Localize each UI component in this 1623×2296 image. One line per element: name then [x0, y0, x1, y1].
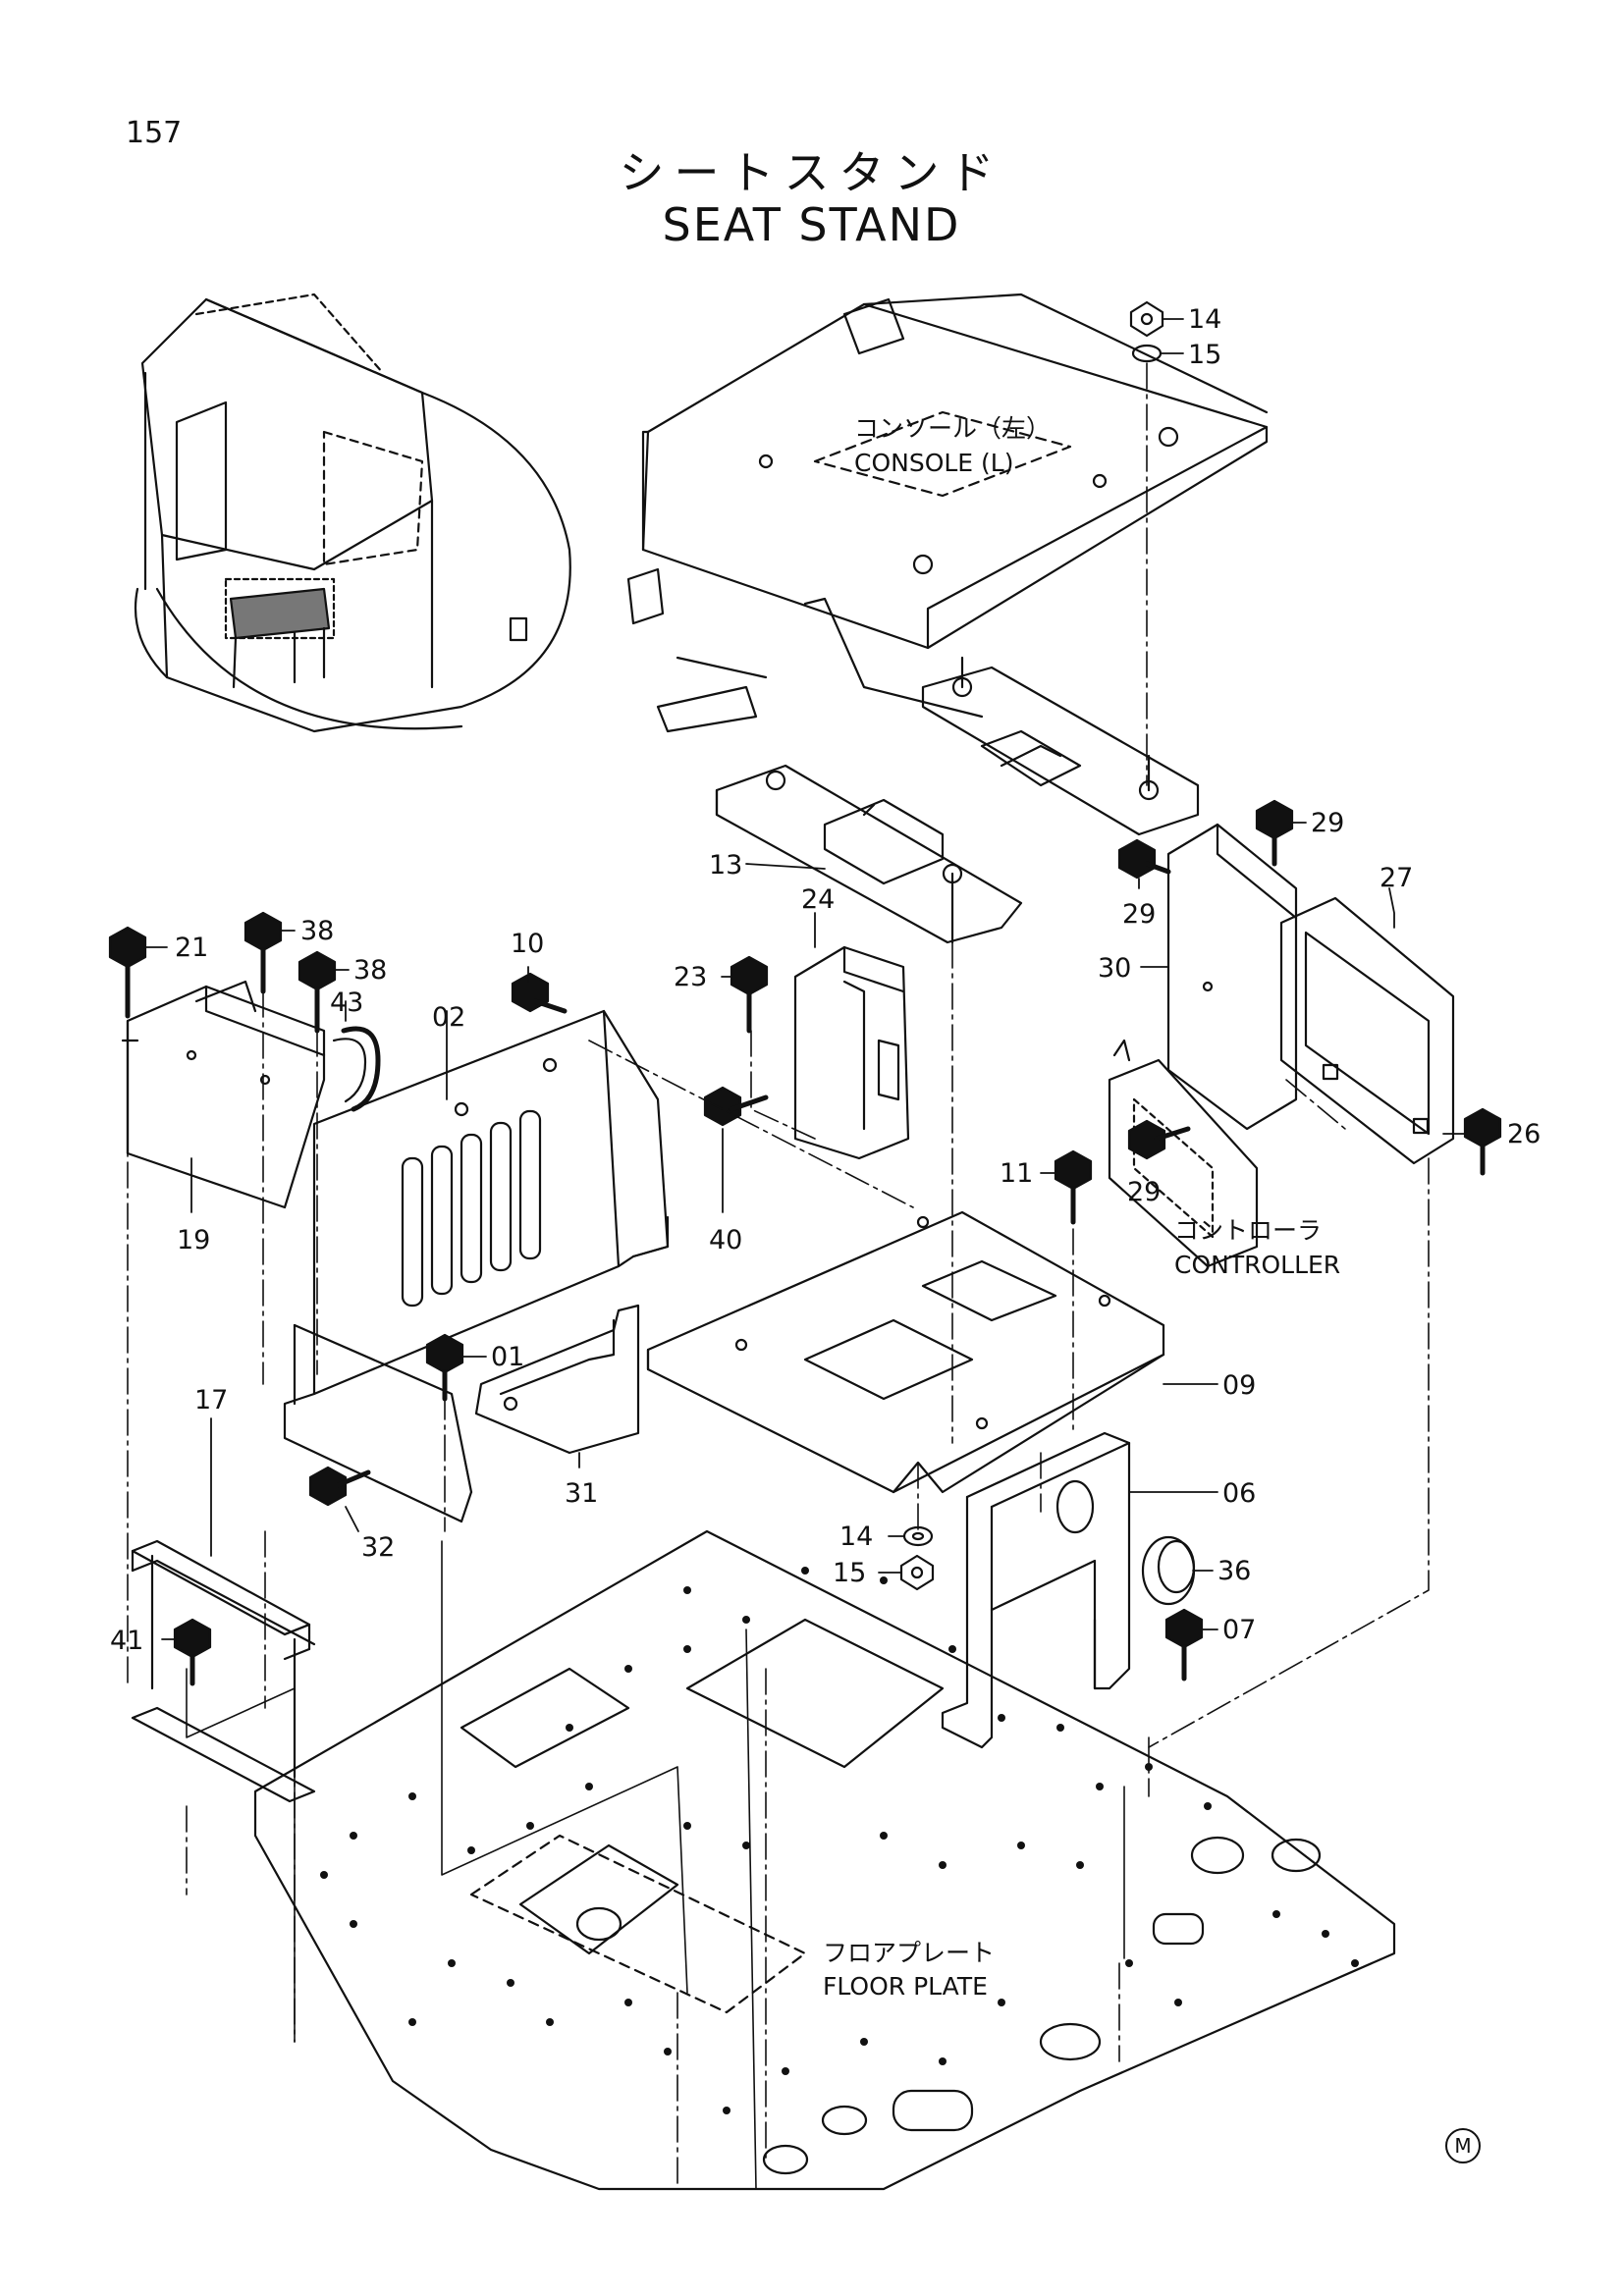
callout-17: 17 — [194, 1385, 228, 1415]
bracket-06 — [941, 1431, 1131, 1749]
bolt-38-icon — [243, 911, 283, 994]
callout-23: 23 — [674, 962, 707, 992]
callout-38-a: 38 — [300, 916, 334, 946]
bolt-21-icon — [108, 926, 147, 1019]
bolt-01-icon — [425, 1333, 464, 1402]
bracket-17 — [131, 1539, 316, 1803]
callout-15-bottom: 15 — [833, 1558, 866, 1588]
title-japanese: シートスタンド — [619, 146, 1004, 199]
floor-plate-label-en: FLOOR PLATE — [823, 1972, 988, 2001]
callout-numbers: 14 15 13 29 29 27 30 29 26 21 38 38 10 2… — [110, 304, 1541, 1656]
clamp-43 — [332, 1026, 381, 1112]
controller-box-30 — [1166, 823, 1298, 1131]
title-english: SEAT STAND — [662, 198, 961, 251]
bracket-27 — [1279, 896, 1455, 1165]
bolt-07-icon — [1164, 1608, 1204, 1682]
callout-36: 36 — [1217, 1556, 1251, 1586]
console-label-en: CONSOLE (L) — [854, 449, 1014, 477]
callout-40: 40 — [709, 1225, 742, 1255]
panel-02 — [283, 1009, 670, 1523]
callout-24: 24 — [801, 884, 835, 915]
controller-label-en: CONTROLLER — [1174, 1251, 1340, 1279]
callout-01: 01 — [491, 1342, 524, 1372]
bolt-41-icon — [173, 1618, 212, 1686]
bolt-40-icon — [703, 1086, 769, 1127]
bolt-29a-icon — [1255, 799, 1294, 867]
page-number: 157 — [126, 116, 183, 150]
machine-overview-drawing — [134, 293, 571, 733]
cap-36 — [1141, 1535, 1196, 1606]
bracket-24 — [793, 945, 910, 1160]
callout-32: 32 — [361, 1532, 395, 1563]
callout-43: 43 — [330, 988, 363, 1018]
callout-02: 02 — [432, 1002, 465, 1033]
callout-29-c: 29 — [1127, 1177, 1161, 1207]
callout-06: 06 — [1222, 1478, 1256, 1509]
floor-plate-drawing — [253, 1529, 1396, 2191]
bolt-38b-icon — [298, 950, 337, 1034]
nut-15-bottom-icon — [899, 1554, 935, 1591]
leader-lines — [144, 318, 1466, 1640]
callout-31: 31 — [565, 1478, 598, 1509]
callout-26: 26 — [1507, 1119, 1541, 1149]
controller-label-jp: コントローラ — [1174, 1216, 1322, 1245]
nut-14-top-icon — [1129, 300, 1164, 338]
hardware-symbols — [108, 300, 1502, 1686]
bolt-26-icon — [1463, 1107, 1502, 1176]
callout-29-a: 29 — [1311, 808, 1344, 838]
callout-15-top: 15 — [1188, 340, 1221, 370]
callout-11: 11 — [1000, 1158, 1033, 1189]
bolt-23-icon — [730, 955, 769, 1034]
callout-09: 09 — [1222, 1370, 1256, 1401]
floor-plate-label-jp: フロアプレート — [823, 1939, 995, 1967]
bolt-10-icon — [511, 972, 568, 1014]
callout-27: 27 — [1380, 863, 1413, 893]
callout-38-b: 38 — [353, 955, 387, 986]
bolt-32-icon — [308, 1466, 371, 1507]
part-labels: コンソール（左） CONSOLE (L) コントローラ CONTROLLER フ… — [823, 414, 1340, 2001]
manufacturer-mark: M — [1445, 2128, 1481, 2163]
bracket-31 — [474, 1304, 640, 1455]
callout-41: 41 — [110, 1626, 143, 1656]
callout-30: 30 — [1098, 953, 1131, 984]
callout-14-top: 14 — [1188, 304, 1221, 335]
seat-rail-assembly — [715, 656, 1200, 944]
callout-21: 21 — [175, 933, 208, 963]
cover-19 — [121, 980, 326, 1209]
callout-14-bottom: 14 — [839, 1522, 873, 1552]
callout-07: 07 — [1222, 1615, 1256, 1645]
alignment-lines — [127, 362, 1430, 2190]
fastener-path-lines — [186, 1540, 1125, 2190]
bolt-29c-icon — [1127, 1119, 1191, 1160]
console-left-drawing — [626, 293, 1269, 733]
washer-15-top-icon — [1131, 344, 1163, 363]
bolt-29b-icon — [1117, 838, 1171, 880]
callout-19: 19 — [177, 1225, 210, 1255]
callout-13: 13 — [709, 850, 742, 881]
callout-10: 10 — [511, 929, 544, 959]
controller-unit — [1108, 1039, 1259, 1268]
callout-29-b: 29 — [1122, 899, 1156, 930]
console-label-jp: コンソール（左） — [854, 414, 1051, 443]
seat-base-09 — [646, 1210, 1165, 1494]
